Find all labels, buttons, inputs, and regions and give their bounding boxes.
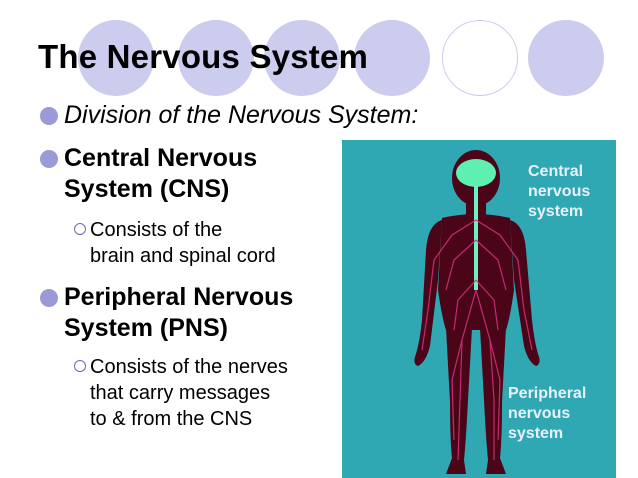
sub-pns-line2: that carry messages [90, 382, 271, 404]
sub-bullet-ring-icon [74, 223, 86, 235]
bullet-pns-line1: Peripheral Nervous [64, 283, 294, 311]
sub-bullet-cns: Consists of the brain and spinal cord [74, 217, 276, 269]
slide-title: The Nervous System [38, 38, 369, 75]
sub-pns-line3: to & from the CNS [90, 408, 253, 430]
pns-label-line3: system [508, 425, 564, 442]
decor-circle-6 [528, 20, 604, 96]
cns-label: Central nervous system [528, 162, 590, 222]
sub-bullet-ring-icon [74, 360, 86, 372]
sub-cns-line2: brain and spinal cord [90, 245, 276, 267]
bullet-pns: Peripheral Nervous System (PNS) [40, 282, 293, 344]
cns-label-line2: nervous [528, 183, 591, 200]
bullet-pns-line2: System (PNS) [64, 314, 228, 342]
pns-label-line1: Peripheral [508, 385, 587, 402]
human-body-figure [414, 150, 540, 474]
bullet-division: Division of the Nervous System: [40, 100, 418, 131]
bullet-icon [40, 289, 58, 307]
decor-circle-2 [178, 20, 254, 96]
decor-circle-1 [78, 20, 154, 96]
bullet-cns-line2: System (CNS) [64, 175, 230, 203]
bullet-division-text: Division of the Nervous System: [64, 101, 419, 129]
sub-bullet-pns: Consists of the nerves that carry messag… [74, 354, 288, 432]
decor-circle-4 [354, 20, 430, 96]
bullet-cns: Central Nervous System (CNS) [40, 143, 257, 205]
sub-cns-line1: Consists of the [90, 219, 223, 241]
sub-pns-line1: Consists of the nerves [90, 356, 288, 378]
decor-circle-5 [442, 20, 518, 96]
cns-label-line1: Central [528, 163, 584, 180]
bullet-cns-line1: Central Nervous [64, 144, 258, 172]
pns-label-line2: nervous [508, 405, 571, 422]
pns-label: Peripheral nervous system [508, 384, 586, 444]
decor-circle-3 [264, 20, 340, 96]
bullet-icon [40, 150, 58, 168]
nervous-system-illustration: Central nervous system Peripheral nervou… [342, 140, 616, 478]
brain-shape [456, 159, 496, 187]
cns-label-line3: system [528, 203, 584, 220]
peripheral-nerves [421, 219, 533, 461]
bullet-icon [40, 107, 58, 125]
